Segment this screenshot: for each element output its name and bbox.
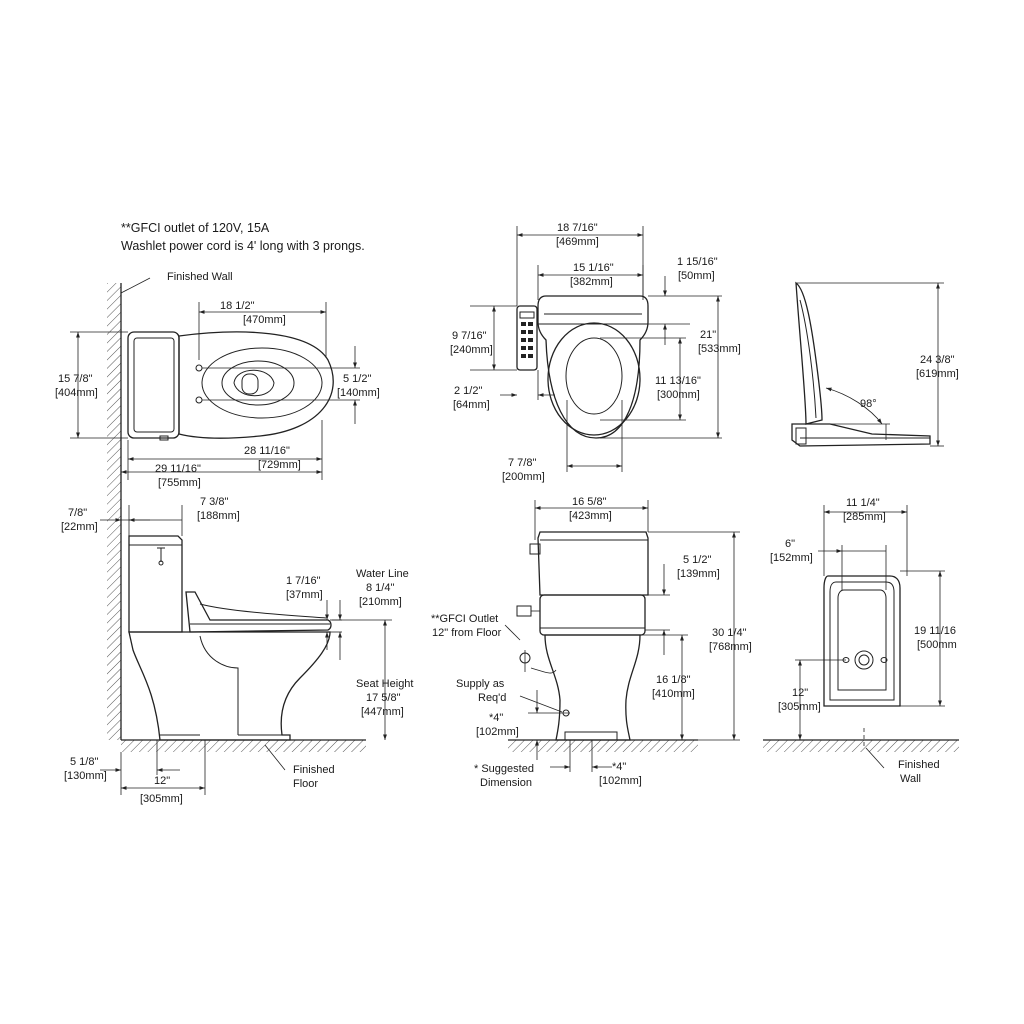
seat-side-dim-24-3-8-mm: [619mm] <box>916 368 959 380</box>
tank-dim-19-11-16-mm: [500mm <box>917 639 957 651</box>
front-dim-16-5-8: 16 5/8" <box>572 496 607 508</box>
side-dim-1-7-16: 1 7/16" <box>286 575 321 587</box>
plan-dim-18-1-2: 18 1/2" <box>220 300 255 312</box>
seat-dim-11-13-16: 11 13/16" <box>655 375 701 387</box>
seat-dim-7-7-8-mm: [200mm] <box>502 471 545 483</box>
front-gfci-label-2: 12" from Floor <box>432 627 502 639</box>
side-dim-8-1-4: 8 1/4" <box>366 582 394 594</box>
front-gfci-label-1: **GFCI Outlet <box>431 613 498 625</box>
tank-dim-12-mm: [305mm] <box>778 701 821 713</box>
finished-floor-label-2: Floor <box>293 778 318 790</box>
seat-dim-7-7-8: 7 7/8" <box>508 457 536 469</box>
finished-floor-label-1: Finished <box>293 764 335 776</box>
side-dim-7-3-8-mm: [188mm] <box>197 510 240 522</box>
seat-side-view: 24 3/8" [619mm] 98° <box>791 281 959 447</box>
seat-dim-15-1-16: 15 1/16" <box>573 262 614 274</box>
note-power-cord: Washlet power cord is 4' long with 3 pro… <box>121 239 365 253</box>
seat-dim-2-1-2: 2 1/2" <box>454 385 482 397</box>
front-dim-30-1-4: 30 1/4" <box>712 627 747 639</box>
suggested-label-1: * Suggested <box>474 763 534 775</box>
seat-dim-1-15-16-mm: [50mm] <box>678 270 715 282</box>
plan-dim-15-7-8-mm: [404mm] <box>55 387 98 399</box>
plan-view: 18 1/2" [470mm] 15 7/8" [404mm] 5 1/2" [… <box>55 300 380 489</box>
tank-dim-11-1-4: 11 1/4" <box>846 497 880 509</box>
plan-dim-15-7-8: 15 7/8" <box>58 373 93 385</box>
side-dim-12: 12" <box>154 775 170 787</box>
side-dim-5-1-8: 5 1/8" <box>70 756 98 768</box>
front-dim-4: *4" <box>489 712 503 724</box>
finished-wall-label: Finished Wall <box>167 271 233 283</box>
front-dim-5-1-2-mm: [139mm] <box>677 568 720 580</box>
plan-dim-5-1-2-mm: [140mm] <box>337 387 380 399</box>
front-dim-4-mm: [102mm] <box>476 726 519 738</box>
tank-dim-12: 12" <box>792 687 808 699</box>
seat-dim-21-mm: [533mm] <box>698 343 741 355</box>
water-line-label: Water Line <box>356 568 409 580</box>
front-dim-16-5-8-mm: [423mm] <box>569 510 612 522</box>
side-dim-7-8: 7/8" <box>68 507 87 519</box>
side-view: 7/8" [22mm] 7 3/8" [188mm] 1 7/16" [37mm… <box>61 496 413 805</box>
seat-side-dim-24-3-8: 24 3/8" <box>920 354 955 366</box>
front-dim-16-1-8-mm: [410mm] <box>652 688 695 700</box>
note-gfci: **GFCI outlet of 120V, 15A <box>121 221 270 235</box>
plan-dim-29-11-16: 29 11/16" <box>155 463 201 475</box>
supply-label-1: Supply as <box>456 678 505 690</box>
tank-finished-wall-2: Wall <box>900 773 921 785</box>
tank-dim-6-mm: [152mm] <box>770 552 813 564</box>
plan-dim-28-11-16: 28 11/16" <box>244 445 290 457</box>
front-dim-16-1-8: 16 1/8" <box>656 674 691 686</box>
side-dim-12-mm: [305mm] <box>140 793 183 805</box>
front-view: 16 5/8" [423mm] 5 1/2" [139mm] **GFCI Ou… <box>431 496 752 789</box>
tank-finished-wall-1: Finished <box>898 759 940 771</box>
seat-dim-9-7-16-mm: [240mm] <box>450 344 493 356</box>
tank-dim-6: 6" <box>785 538 795 550</box>
side-dim-8-1-4-mm: [210mm] <box>359 596 402 608</box>
general-notes: **GFCI outlet of 120V, 15A Washlet power… <box>121 221 365 253</box>
side-dim-1-7-16-mm: [37mm] <box>286 589 323 601</box>
front-dim-4b: *4" <box>612 761 626 773</box>
plan-dim-29-11-16-mm: [755mm] <box>158 477 201 489</box>
supply-label-2: Req'd <box>478 692 506 704</box>
seat-angle-label: 98° <box>860 398 877 410</box>
front-dim-4b-mm: [102mm] <box>599 775 642 787</box>
front-dim-5-1-2: 5 1/2" <box>683 554 711 566</box>
side-dim-7-3-8: 7 3/8" <box>200 496 228 508</box>
seat-top-view: 18 7/16" [469mm] 15 1/16" [382mm] 1 15/1… <box>450 222 741 483</box>
plan-dim-18-1-2-mm: [470mm] <box>243 314 286 326</box>
seat-dim-9-7-16: 9 7/16" <box>452 330 487 342</box>
finished-wall-left: Finished Wall <box>107 271 233 740</box>
side-dim-5-1-8-mm: [130mm] <box>64 770 107 782</box>
seat-height-label: Seat Height <box>356 678 413 690</box>
side-dim-17-5-8-mm: [447mm] <box>361 706 404 718</box>
seat-dim-11-13-16-mm: [300mm] <box>657 389 700 401</box>
seat-dim-15-1-16-mm: [382mm] <box>570 276 613 288</box>
plan-dim-28-11-16-mm: [729mm] <box>258 459 301 471</box>
tank-top-view: 11 1/4" [285mm] 6" [152mm] 19 11/16 [500… <box>763 497 959 785</box>
seat-dim-21: 21" <box>700 329 716 341</box>
plan-dim-5-1-2: 5 1/2" <box>343 373 371 385</box>
seat-dim-1-15-16: 1 15/16" <box>677 256 718 268</box>
tank-dim-19-11-16: 19 11/16 <box>914 625 956 637</box>
seat-dim-18-7-16-mm: [469mm] <box>556 236 599 248</box>
side-dim-7-8-mm: [22mm] <box>61 521 98 533</box>
seat-dim-18-7-16: 18 7/16" <box>557 222 598 234</box>
side-dim-17-5-8: 17 5/8" <box>366 692 401 704</box>
seat-dim-2-1-2-mm: [64mm] <box>453 399 490 411</box>
tank-dim-11-1-4-mm: [285mm] <box>843 511 886 523</box>
front-dim-30-1-4-mm: [768mm] <box>709 641 752 653</box>
suggested-label-2: Dimension <box>480 777 532 789</box>
